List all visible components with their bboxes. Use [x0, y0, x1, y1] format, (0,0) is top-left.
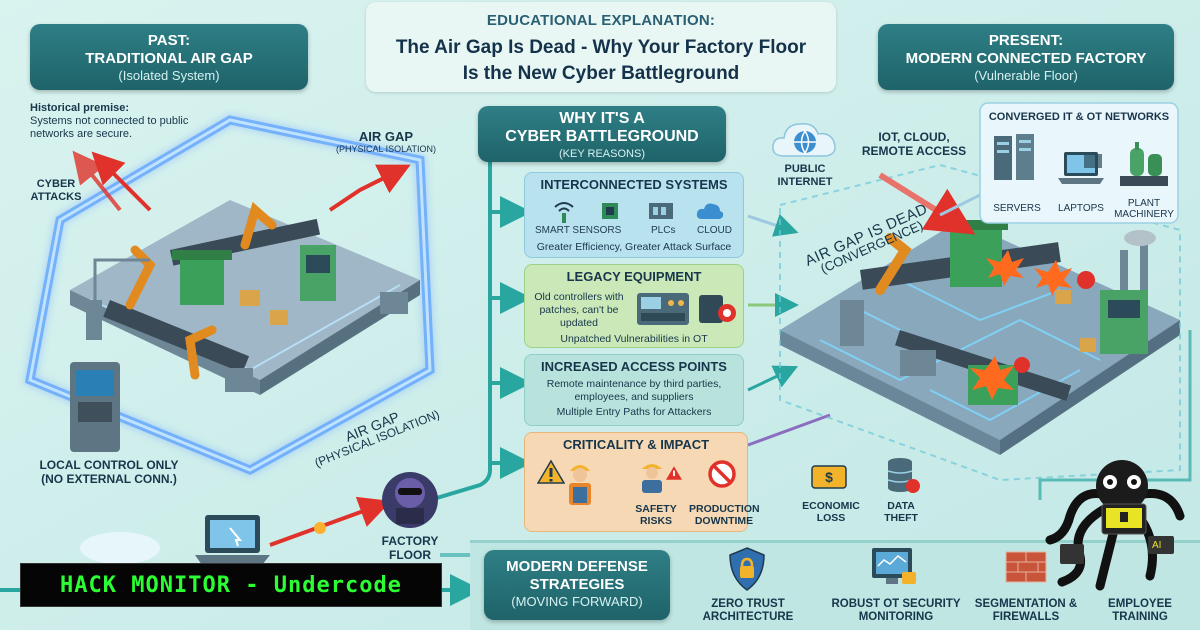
defense-header-line2: STRATEGIES	[529, 576, 625, 593]
modern-factory-floor	[780, 220, 1180, 455]
octopus-hacker-icon: AI	[1045, 460, 1185, 591]
server-icon	[994, 134, 1034, 180]
center-header-line3: (KEY REASONS)	[559, 148, 645, 160]
past-header: PAST: TRADITIONAL AIR GAP (Isolated Syst…	[30, 24, 308, 90]
historical-premise: Historical premise: Systems not connecte…	[30, 102, 205, 141]
past-header-line3: (Isolated System)	[118, 68, 220, 83]
no-entry-icon	[708, 460, 736, 488]
item-data-theft: DATA THEFT	[884, 500, 918, 524]
center-header: WHY IT'S A CYBER BATTLEGROUND (KEY REASO…	[478, 106, 726, 162]
convergence-zone	[779, 163, 1181, 482]
label-laptops: LAPTOPS	[1058, 203, 1104, 214]
legacy-controller-icon	[637, 293, 689, 325]
air-gap-top-sub: (PHYSICAL ISOLATION)	[335, 144, 437, 154]
present-header-line2: MODERN CONNECTED FACTORY	[905, 50, 1147, 67]
label-servers: SERVERS	[993, 203, 1041, 214]
firewall-icon	[1005, 551, 1047, 583]
warning-icon	[537, 459, 565, 484]
card-legacy: LEGACY EQUIPMENT Old controllers with pa…	[524, 264, 744, 348]
warning-icon	[666, 466, 682, 480]
local-control-terminal	[70, 362, 120, 452]
factory-floor-label: FACTORY FLOOR	[381, 534, 439, 562]
plc-icon	[649, 203, 673, 219]
strategy-segmentation: SEGMENTATION & FIREWALLS	[974, 598, 1078, 623]
wifi-icon	[554, 202, 574, 223]
hack-monitor-banner: HACK MONITOR - Undercode	[20, 563, 442, 607]
present-header-line1: PRESENT:	[988, 32, 1064, 49]
card-criticality: CRITICALITY & IMPACT SAFETY RISKS PRODUC…	[524, 432, 760, 532]
eyebrow-title: EDUCATIONAL EXPLANATION:	[486, 12, 716, 29]
card-criticality-title: CRITICALITY & IMPACT	[562, 437, 710, 452]
item-plcs: PLCs	[651, 225, 676, 236]
item-economic-loss: ECONOMIC LOSS	[802, 500, 860, 524]
incoming-attack-arrow	[269, 496, 392, 547]
iot-label: IOT, CLOUD, REMOTE ACCESS	[861, 130, 967, 158]
card-access-text: Remote maintenance by third parties, emp…	[546, 378, 722, 403]
defense-header-line3: (MOVING FORWARD)	[511, 594, 643, 609]
strategy-ot-monitoring: ROBUST OT SECURITY MONITORING	[831, 598, 961, 623]
local-control-sub: (NO EXTERNAL CONN.)	[41, 472, 177, 486]
item-safety-risks: SAFETY RISKS	[635, 503, 677, 527]
past-header-line1: PAST:	[147, 32, 191, 49]
present-header-line3: (Vulnerable Floor)	[974, 68, 1078, 83]
premise-title: Historical premise:	[30, 102, 130, 114]
strategy-zero-trust: ZERO TRUST ARCHITECTURE	[702, 598, 794, 623]
title-panel: EDUCATIONAL EXPLANATION: The Air Gap Is …	[366, 2, 836, 92]
premise-text: Systems not connected to public networks…	[30, 115, 189, 140]
local-control-title: LOCAL CONTROL ONLY	[39, 458, 179, 472]
cloud-icon	[696, 203, 724, 219]
shield-lock-icon	[729, 547, 765, 591]
card-legacy-caption: Unpatched Vulnerabilities in OT	[560, 333, 708, 345]
center-header-line1: WHY IT'S A	[559, 110, 645, 127]
local-control-label: LOCAL CONTROL ONLY (NO EXTERNAL CONN.)	[24, 458, 194, 486]
money-icon: $	[811, 465, 847, 489]
svg-text:$: $	[825, 469, 833, 485]
database-icon	[887, 458, 920, 493]
item-cloud: CLOUD	[697, 225, 733, 236]
laptop-icon	[1058, 152, 1104, 184]
chip-icon	[602, 203, 618, 219]
air-gap-top-label: AIR GAP (PHYSICAL ISOLATION)	[316, 130, 456, 156]
defense-header-line1: MODERN DEFENSE	[506, 558, 648, 575]
card-interconnected-caption: Greater Efficiency, Greater Attack Surfa…	[536, 241, 732, 253]
card-to-factory-arrows	[747, 213, 831, 447]
remote-laptop	[80, 515, 270, 565]
defense-header: MODERN DEFENSE STRATEGIES (MOVING FORWAR…	[484, 550, 670, 620]
label-plant-machinery: PLANT MACHINERY	[1114, 198, 1174, 220]
present-header: PRESENT: MODERN CONNECTED FACTORY (Vulne…	[878, 24, 1174, 90]
worker-icon	[642, 464, 662, 493]
warning-gear-icon	[699, 295, 736, 323]
svg-text:AI: AI	[1152, 540, 1161, 551]
card-interconnected-title: INTERCONNECTED SYSTEMS	[540, 177, 728, 192]
item-smart-sensors: SMART SENSORS	[535, 225, 622, 236]
card-legacy-text: Old controllers with patches, can't be u…	[534, 291, 624, 329]
globe-cloud-icon	[772, 122, 836, 157]
cyber-attacks-label: CYBER ATTACKS	[30, 178, 82, 203]
banner-text: HACK MONITOR - Undercode	[60, 572, 402, 598]
strategy-employee-training: EMPLOYEE TRAINING	[1108, 598, 1172, 623]
converged-title: CONVERGED IT & OT NETWORKS	[988, 111, 1170, 123]
monitor-lock-icon	[872, 548, 916, 584]
card-legacy-title: LEGACY EQUIPMENT	[566, 269, 702, 284]
item-production-downtime: PRODUCTION DOWNTIME	[689, 503, 760, 527]
hacker-figure	[382, 472, 438, 528]
center-header-line2: CYBER BATTLEGROUND	[505, 128, 699, 145]
air-gap-top-title: AIR GAP	[358, 129, 414, 144]
card-access-caption: Multiple Entry Paths for Attackers	[556, 406, 712, 418]
main-title: The Air Gap Is Dead - Why Your Factory F…	[395, 37, 807, 84]
card-interconnected: INTERCONNECTED SYSTEMS SMART SENSORS PLC…	[524, 172, 744, 258]
card-access-title: INCREASED ACCESS POINTS	[541, 359, 727, 374]
cyber-attack-arrows	[72, 150, 411, 212]
machinery-icon	[1120, 142, 1168, 186]
traditional-factory-floor	[70, 200, 420, 395]
past-header-line2: TRADITIONAL AIR GAP	[85, 50, 253, 67]
worker-icon	[569, 465, 591, 505]
air-gap-boundary	[24, 115, 435, 475]
public-internet-label: PUBLIC INTERNET	[777, 163, 833, 188]
card-access-points: INCREASED ACCESS POINTS Remote maintenan…	[524, 354, 744, 426]
